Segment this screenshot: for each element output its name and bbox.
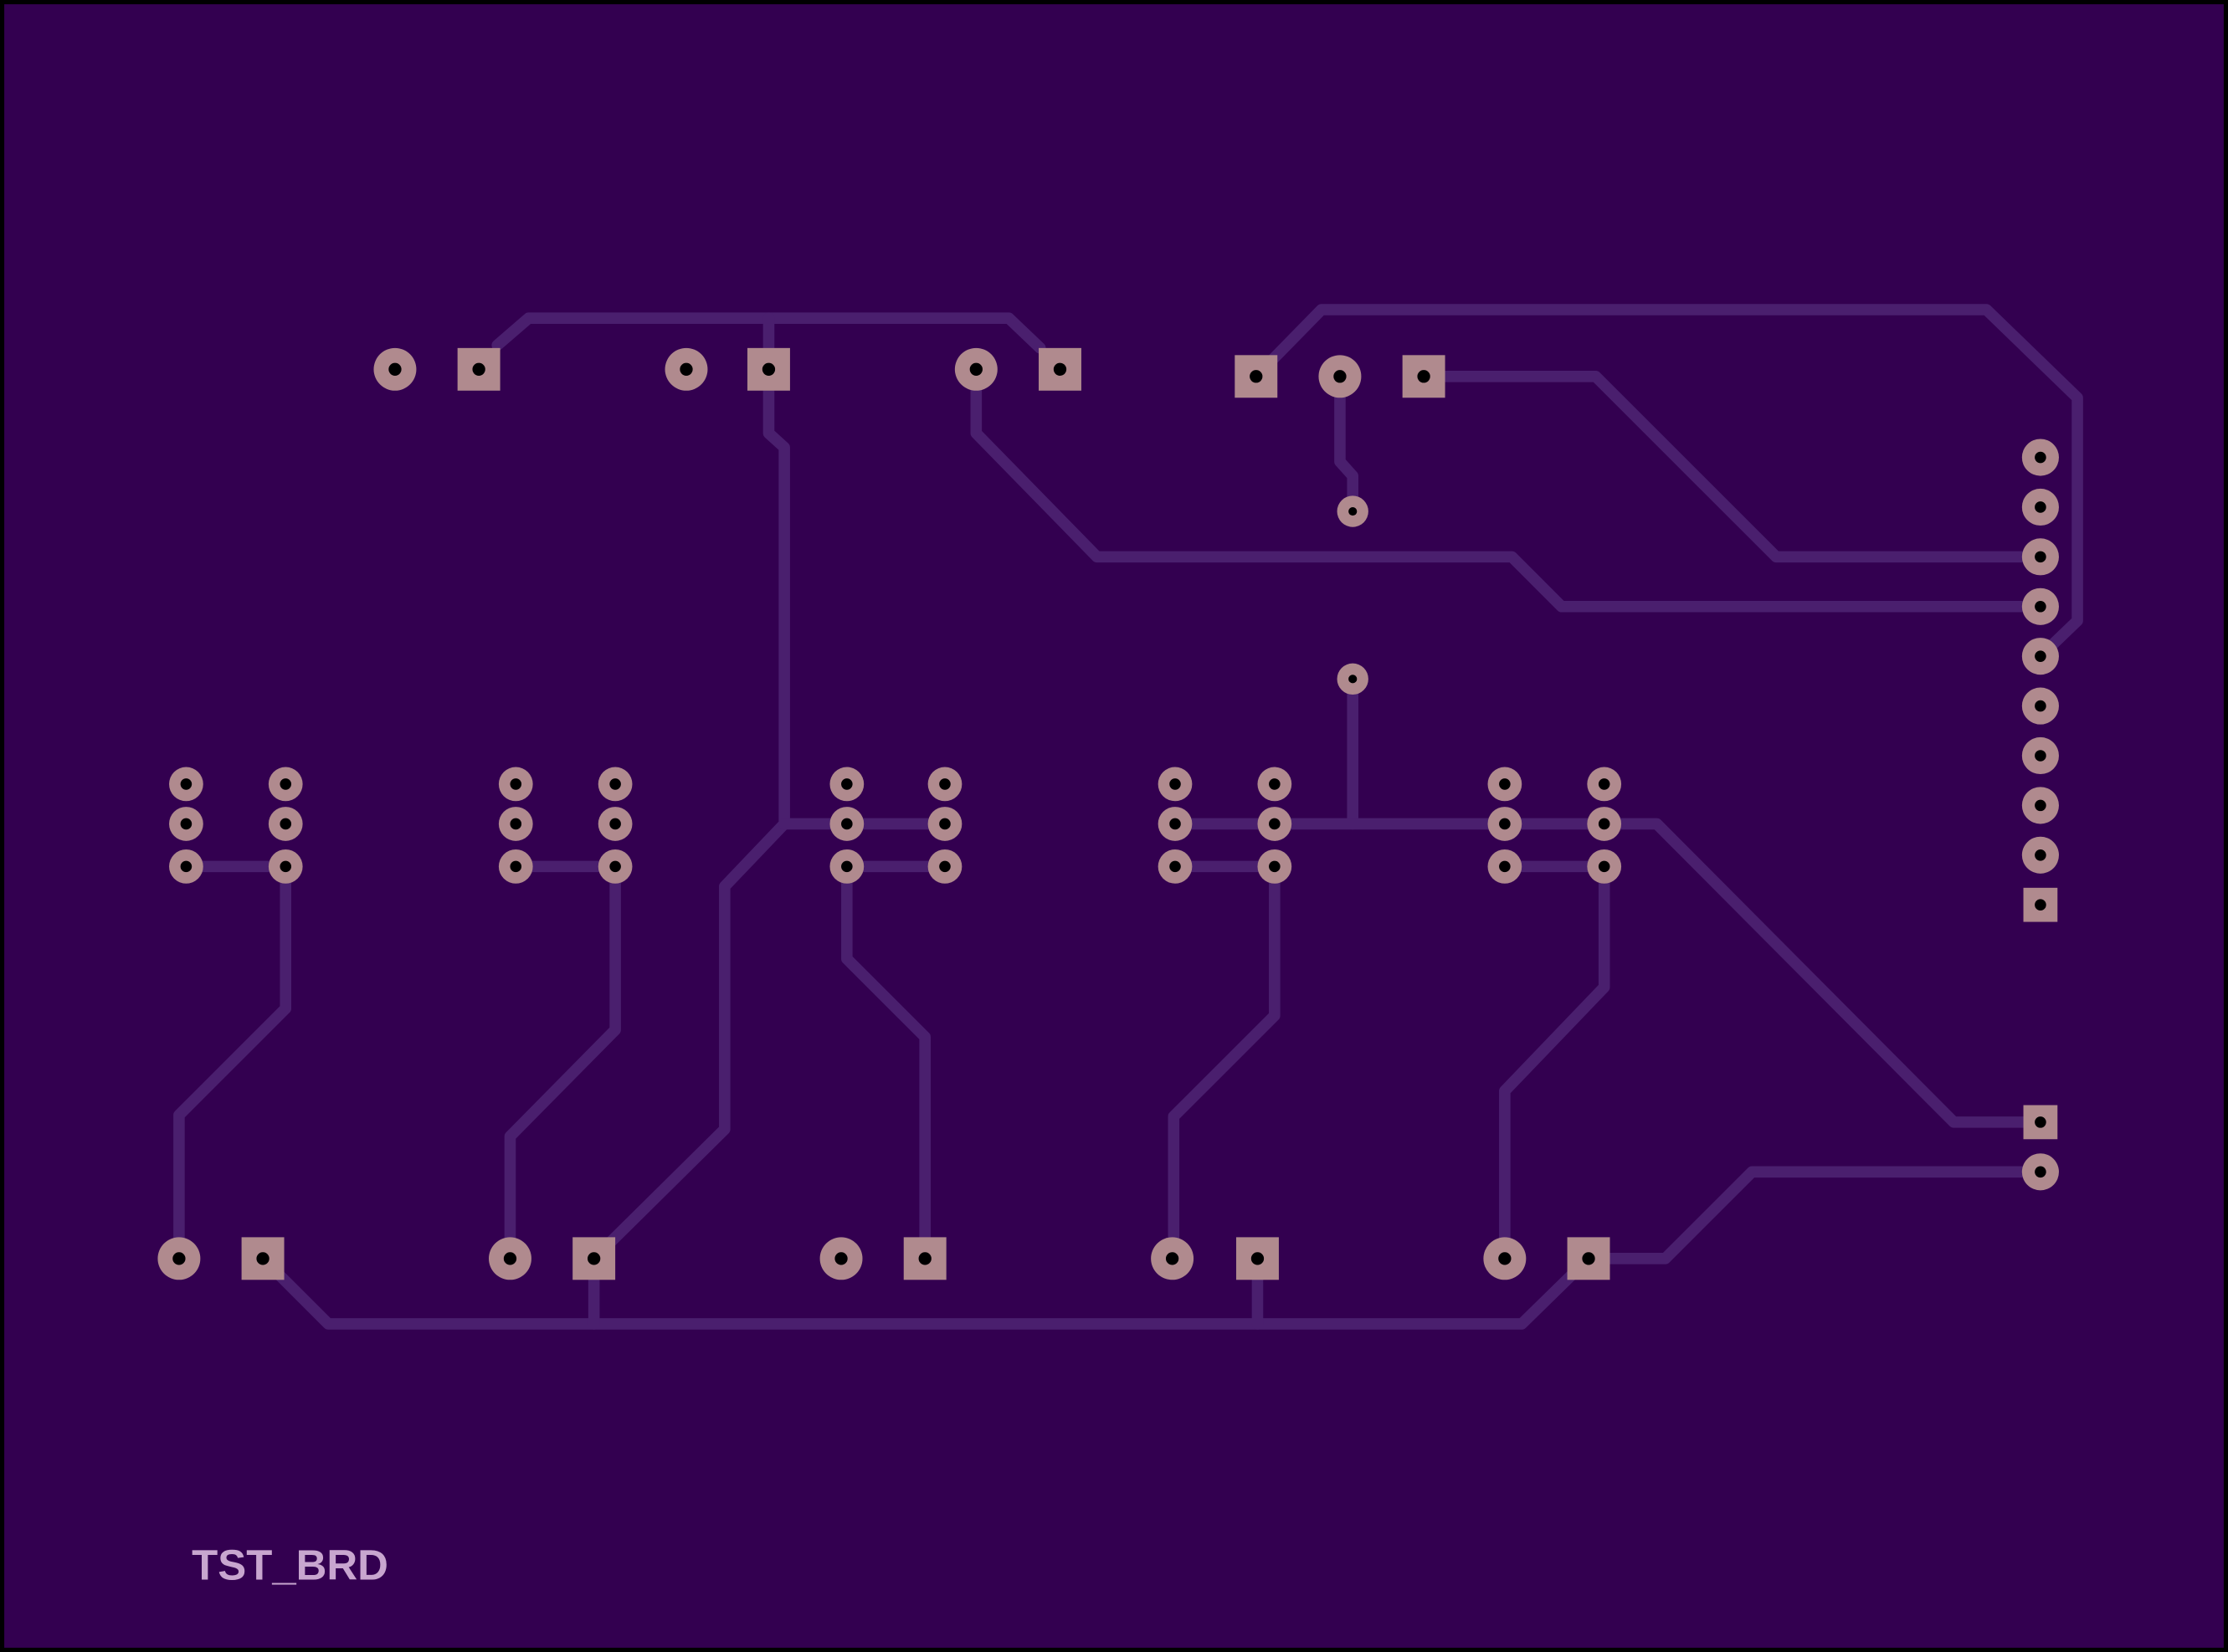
switch-2-pin-1 [498,767,533,802]
switch-3-pin-2 [927,767,963,802]
switch-5-pin-1 [1487,767,1522,802]
header-pin-4 [2021,587,2059,625]
switch-4-pin-6 [1257,849,1292,884]
trace-11 [504,860,621,1265]
header-pin-2 [2021,488,2059,526]
switch-1-pin-5 [169,849,203,884]
top-connector-1-pin-square [457,347,501,391]
header-pin-6 [2021,687,2059,725]
switch-3-pin-6 [927,849,963,884]
side-connector-pin-2 [2021,1153,2059,1191]
copper-traces [173,304,2083,1330]
trace-19 [1499,860,1610,1265]
top-connector-1-pin-round [373,347,417,391]
bottom-connector-3-pin-square [903,1237,947,1280]
trace-21 [1583,1166,2046,1265]
trace-22 [257,1253,1594,1330]
bottom-connector-1-pin-round [157,1237,201,1280]
three-pin-connector-pin-3 [1402,355,1445,398]
header-pin-8 [2021,787,2059,824]
switch-5-pin-5 [1487,849,1522,884]
header-pin-1 [2021,439,2059,476]
bottom-connector-3-pin-round [819,1237,863,1280]
bottom-connector-2-pin-square [572,1237,616,1280]
trace-6 [1334,371,1359,517]
switch-4-pin-5 [1158,849,1193,884]
board-label: TST_BRD [192,1541,388,1588]
three-pin-connector-pin-2 [1318,355,1362,398]
top-connector-2-pin-round [665,347,708,391]
switch-4-pin-3 [1158,807,1193,841]
switch-2-pin-5 [498,849,533,884]
switch-3-pin-4 [927,807,963,841]
bottom-connector-4-pin-square [1236,1237,1279,1280]
switch-5-pin-6 [1587,849,1622,884]
switch-1-pin-4 [268,807,303,841]
pads [157,347,2059,1280]
header-pin-7 [2021,736,2059,775]
switch-1-pin-3 [169,807,203,841]
switch-5-pin-4 [1587,807,1622,841]
switch-2-pin-6 [598,849,633,884]
trace-20 [1598,818,2046,1128]
header-pin-10 [2023,887,2058,922]
switch-2-pin-4 [598,807,633,841]
bottom-connector-4-pin-round [1151,1237,1194,1280]
via-upper [1337,495,1368,527]
top-connector-2-pin-square [747,347,790,391]
bottom-connector-1-pin-square [241,1237,285,1280]
bottom-connector-5-pin-square [1567,1237,1610,1280]
switch-4-pin-4 [1257,807,1292,841]
top-connector-3-pin-round [954,347,998,391]
header-pin-3 [2021,538,2059,576]
trace-5 [1418,371,2046,563]
side-connector-pin-1 [2023,1105,2058,1140]
switch-4-pin-1 [1158,767,1193,802]
via-lower [1337,663,1368,695]
three-pin-connector-pin-1 [1235,355,1278,398]
bottom-connector-2-pin-round [489,1237,531,1280]
header-pin-5 [2021,638,2059,675]
switch-2-pin-2 [598,767,633,802]
switch-5-pin-3 [1487,807,1522,841]
switch-3-pin-1 [829,767,865,802]
trace-17 [1168,860,1281,1265]
trace-14 [841,860,931,1265]
header-pin-9 [2021,836,2059,874]
trace-9 [173,860,292,1265]
switch-4-pin-2 [1257,767,1292,802]
trace-3 [970,363,2046,613]
switch-1-pin-6 [268,849,303,884]
switch-2-pin-3 [498,807,533,841]
switch-1-pin-1 [169,767,203,802]
switch-5-pin-2 [1587,767,1622,802]
switch-3-pin-5 [829,849,865,884]
switch-1-pin-2 [268,767,303,802]
trace-4 [1250,304,2083,662]
bottom-connector-5-pin-round [1483,1237,1527,1280]
top-connector-3-pin-square [1039,347,1081,391]
switch-3-pin-3 [829,807,865,841]
